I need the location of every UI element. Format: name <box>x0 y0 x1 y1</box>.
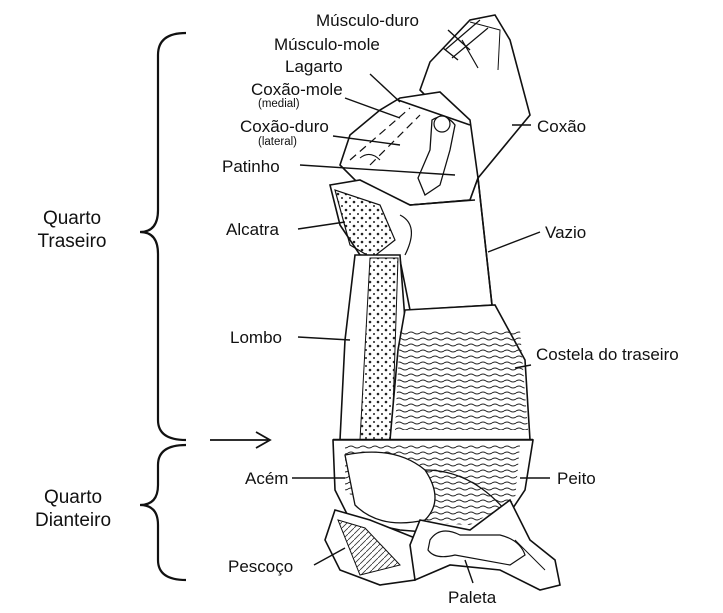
brace-quarto-traseiro <box>140 33 186 440</box>
group-label-quarto-traseiro: Quarto Traseiro <box>22 208 122 254</box>
group-label-quarto-dianteiro-line2: Dianteiro <box>18 510 128 533</box>
label-coxao-mole: Coxão-mole <box>251 81 343 98</box>
label-vazio: Vazio <box>545 224 586 241</box>
label-lombo: Lombo <box>230 329 282 346</box>
group-label-quarto-dianteiro-line1: Quarto <box>18 487 128 510</box>
label-coxao-duro-sub: (lateral) <box>258 137 297 149</box>
label-lagarto: Lagarto <box>285 58 343 75</box>
label-coxao-mole-sub: (medial) <box>258 99 300 111</box>
label-alcatra: Alcatra <box>226 221 279 238</box>
group-label-quarto-traseiro-line2: Traseiro <box>22 231 122 254</box>
label-musculo-duro: Músculo-duro <box>316 12 419 29</box>
label-coxao-duro: Coxão-duro <box>240 118 329 135</box>
group-label-quarto-traseiro-line1: Quarto <box>22 208 122 231</box>
label-acem: Acém <box>245 470 288 487</box>
label-pescoco: Pescoço <box>228 558 293 575</box>
label-patinho: Patinho <box>222 158 280 175</box>
label-peito: Peito <box>557 470 596 487</box>
divider-arrow <box>210 432 270 448</box>
group-label-quarto-dianteiro: Quarto Dianteiro <box>18 487 128 533</box>
label-musculo-mole: Músculo-mole <box>274 36 380 53</box>
label-coxao: Coxão <box>537 118 586 135</box>
label-paleta: Paleta <box>448 589 496 606</box>
label-costela-do-traseiro: Costela do traseiro <box>536 346 679 363</box>
brace-quarto-dianteiro <box>140 445 186 580</box>
